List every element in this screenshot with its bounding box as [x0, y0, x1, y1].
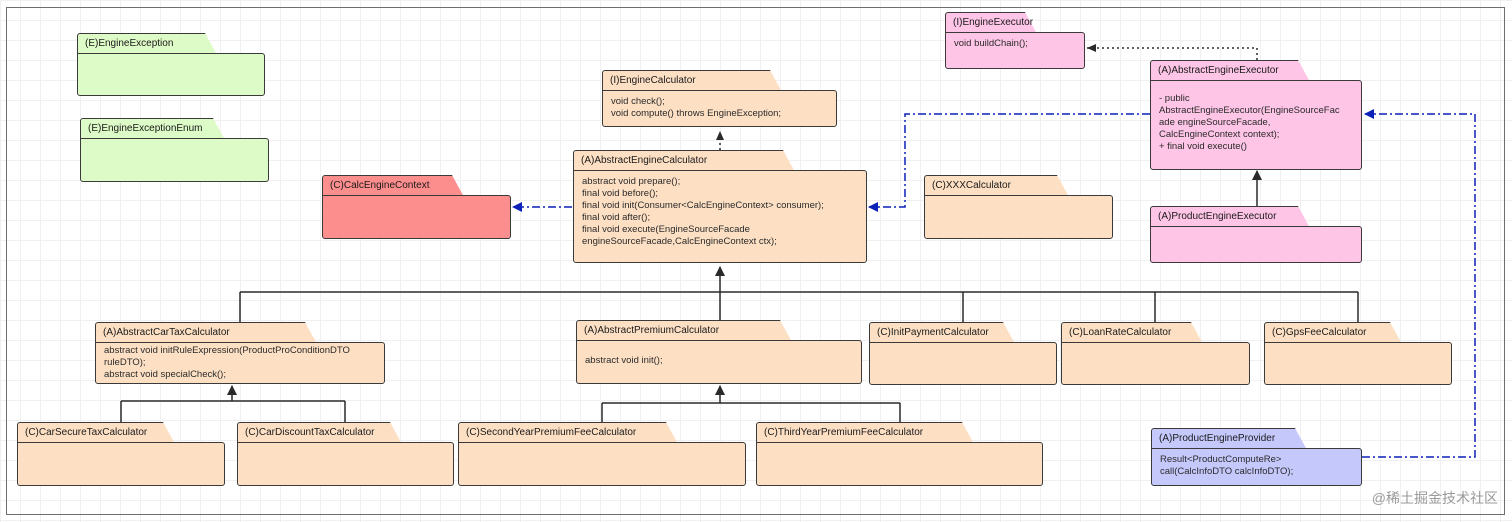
edge-premium-inheritance: [601, 385, 901, 422]
member-line: ruleDTO);: [104, 357, 146, 368]
diagram-frame: [6, 7, 1505, 515]
member-line: ade engineSourceFacade,: [1159, 117, 1271, 128]
node-title: (E)EngineExceptionEnum: [88, 123, 203, 134]
node-title: (C)LoanRateCalculator: [1069, 327, 1172, 338]
member-line: engineSourceFacade,CalcEngineContext ctx…: [582, 236, 777, 247]
edge-dependency-executor-to-calculator: [868, 113, 1150, 212]
node-engine-executor[interactable]: (I)EngineExecutor void buildChain();: [945, 12, 1085, 69]
member-line: AbstractEngineExecutor(EngineSourceFac: [1159, 105, 1340, 116]
node-third-year-premium-fee-calculator[interactable]: (C)ThirdYearPremiumFeeCalculator: [756, 422, 1043, 486]
node-title: (C)SecondYearPremiumFeeCalculator: [466, 427, 637, 438]
node-title: (A)ProductEngineProvider: [1159, 433, 1276, 444]
member-line: void check();: [611, 96, 665, 107]
node-title: (A)AbstractEngineCalculator: [581, 155, 708, 166]
node-title: (C)XXXCalculator: [932, 180, 1011, 191]
node-abstract-car-tax-calculator[interactable]: (A)AbstractCarTaxCalculator abstract voi…: [95, 322, 385, 384]
member-line: CalcEngineContext context);: [1159, 129, 1280, 140]
node-title: (A)AbstractPremiumCalculator: [584, 325, 720, 336]
node-product-engine-provider[interactable]: (A)ProductEngineProvider Result<ProductC…: [1151, 428, 1362, 486]
edge-car-tax-inheritance: [120, 385, 346, 422]
member-line: final void after();: [582, 212, 651, 223]
node-init-payment-calculator[interactable]: (C)InitPaymentCalculator: [869, 322, 1057, 385]
node-title: (C)GpsFeeCalculator: [1272, 327, 1367, 338]
node-title: (A)AbstractCarTaxCalculator: [103, 327, 230, 338]
node-xxx-calculator[interactable]: (C)XXXCalculator: [924, 175, 1113, 239]
node-calc-engine-context[interactable]: (C)CalcEngineContext: [322, 175, 511, 239]
node-car-secure-tax-calculator[interactable]: (C)CarSecureTaxCalculator: [17, 422, 225, 486]
node-product-engine-executor[interactable]: (A)ProductEngineExecutor: [1150, 206, 1362, 263]
member-line: - public: [1159, 93, 1190, 104]
edge-calculator-inheritance: [239, 266, 1359, 322]
member-line: abstract void specialCheck();: [104, 369, 226, 380]
member-line: + final void execute(): [1159, 141, 1247, 152]
member-line: void compute() throws EngineException;: [611, 108, 782, 119]
node-engine-exception[interactable]: (E)EngineException: [77, 33, 265, 96]
node-title: (C)InitPaymentCalculator: [877, 327, 989, 338]
member-line: abstract void prepare();: [582, 176, 681, 187]
member-line: final void execute(EngineSourceFacade: [582, 224, 750, 235]
node-car-discount-tax-calculator[interactable]: (C)CarDiscountTaxCalculator: [237, 422, 454, 486]
member-line: void buildChain();: [954, 38, 1028, 49]
node-second-year-premium-fee-calculator[interactable]: (C)SecondYearPremiumFeeCalculator: [458, 422, 746, 486]
member-line: call(CalcInfoDTO calcInfoDTO);: [1160, 466, 1294, 477]
node-title: (C)ThirdYearPremiumFeeCalculator: [764, 427, 924, 438]
node-engine-calculator[interactable]: (I)EngineCalculator void check();void co…: [602, 70, 837, 127]
node-title: (A)ProductEngineExecutor: [1158, 211, 1277, 222]
edge-realize-engine-executor: [1087, 44, 1258, 60]
member-line: Result<ProductComputeRe>: [1160, 454, 1282, 465]
node-abstract-premium-calculator[interactable]: (A)AbstractPremiumCalculator abstract vo…: [576, 320, 862, 384]
node-title: (C)CarDiscountTaxCalculator: [245, 427, 375, 438]
node-abstract-engine-calculator[interactable]: (A)AbstractEngineCalculator abstract voi…: [573, 150, 867, 263]
member-line: final void init(Consumer<CalcEngineConte…: [582, 200, 824, 211]
node-title: (E)EngineException: [85, 38, 174, 49]
node-title: (A)AbstractEngineExecutor: [1158, 65, 1279, 76]
edge-dependency-provider-to-executor: [1362, 109, 1476, 458]
node-engine-exception-enum[interactable]: (E)EngineExceptionEnum: [80, 118, 269, 182]
watermark: @稀土掘金技术社区: [1371, 490, 1498, 506]
member-line: abstract void initRuleExpression(Product…: [104, 345, 350, 356]
member-line: final void before();: [582, 188, 659, 199]
node-title: (I)EngineExecutor: [953, 17, 1034, 28]
node-loan-rate-calculator[interactable]: (C)LoanRateCalculator: [1061, 322, 1250, 385]
node-gps-fee-calculator[interactable]: (C)GpsFeeCalculator: [1264, 322, 1452, 385]
node-title: (C)CalcEngineContext: [330, 180, 430, 191]
node-title: (I)EngineCalculator: [610, 75, 696, 86]
node-title: (C)CarSecureTaxCalculator: [25, 427, 148, 438]
member-line: abstract void init();: [585, 355, 663, 366]
